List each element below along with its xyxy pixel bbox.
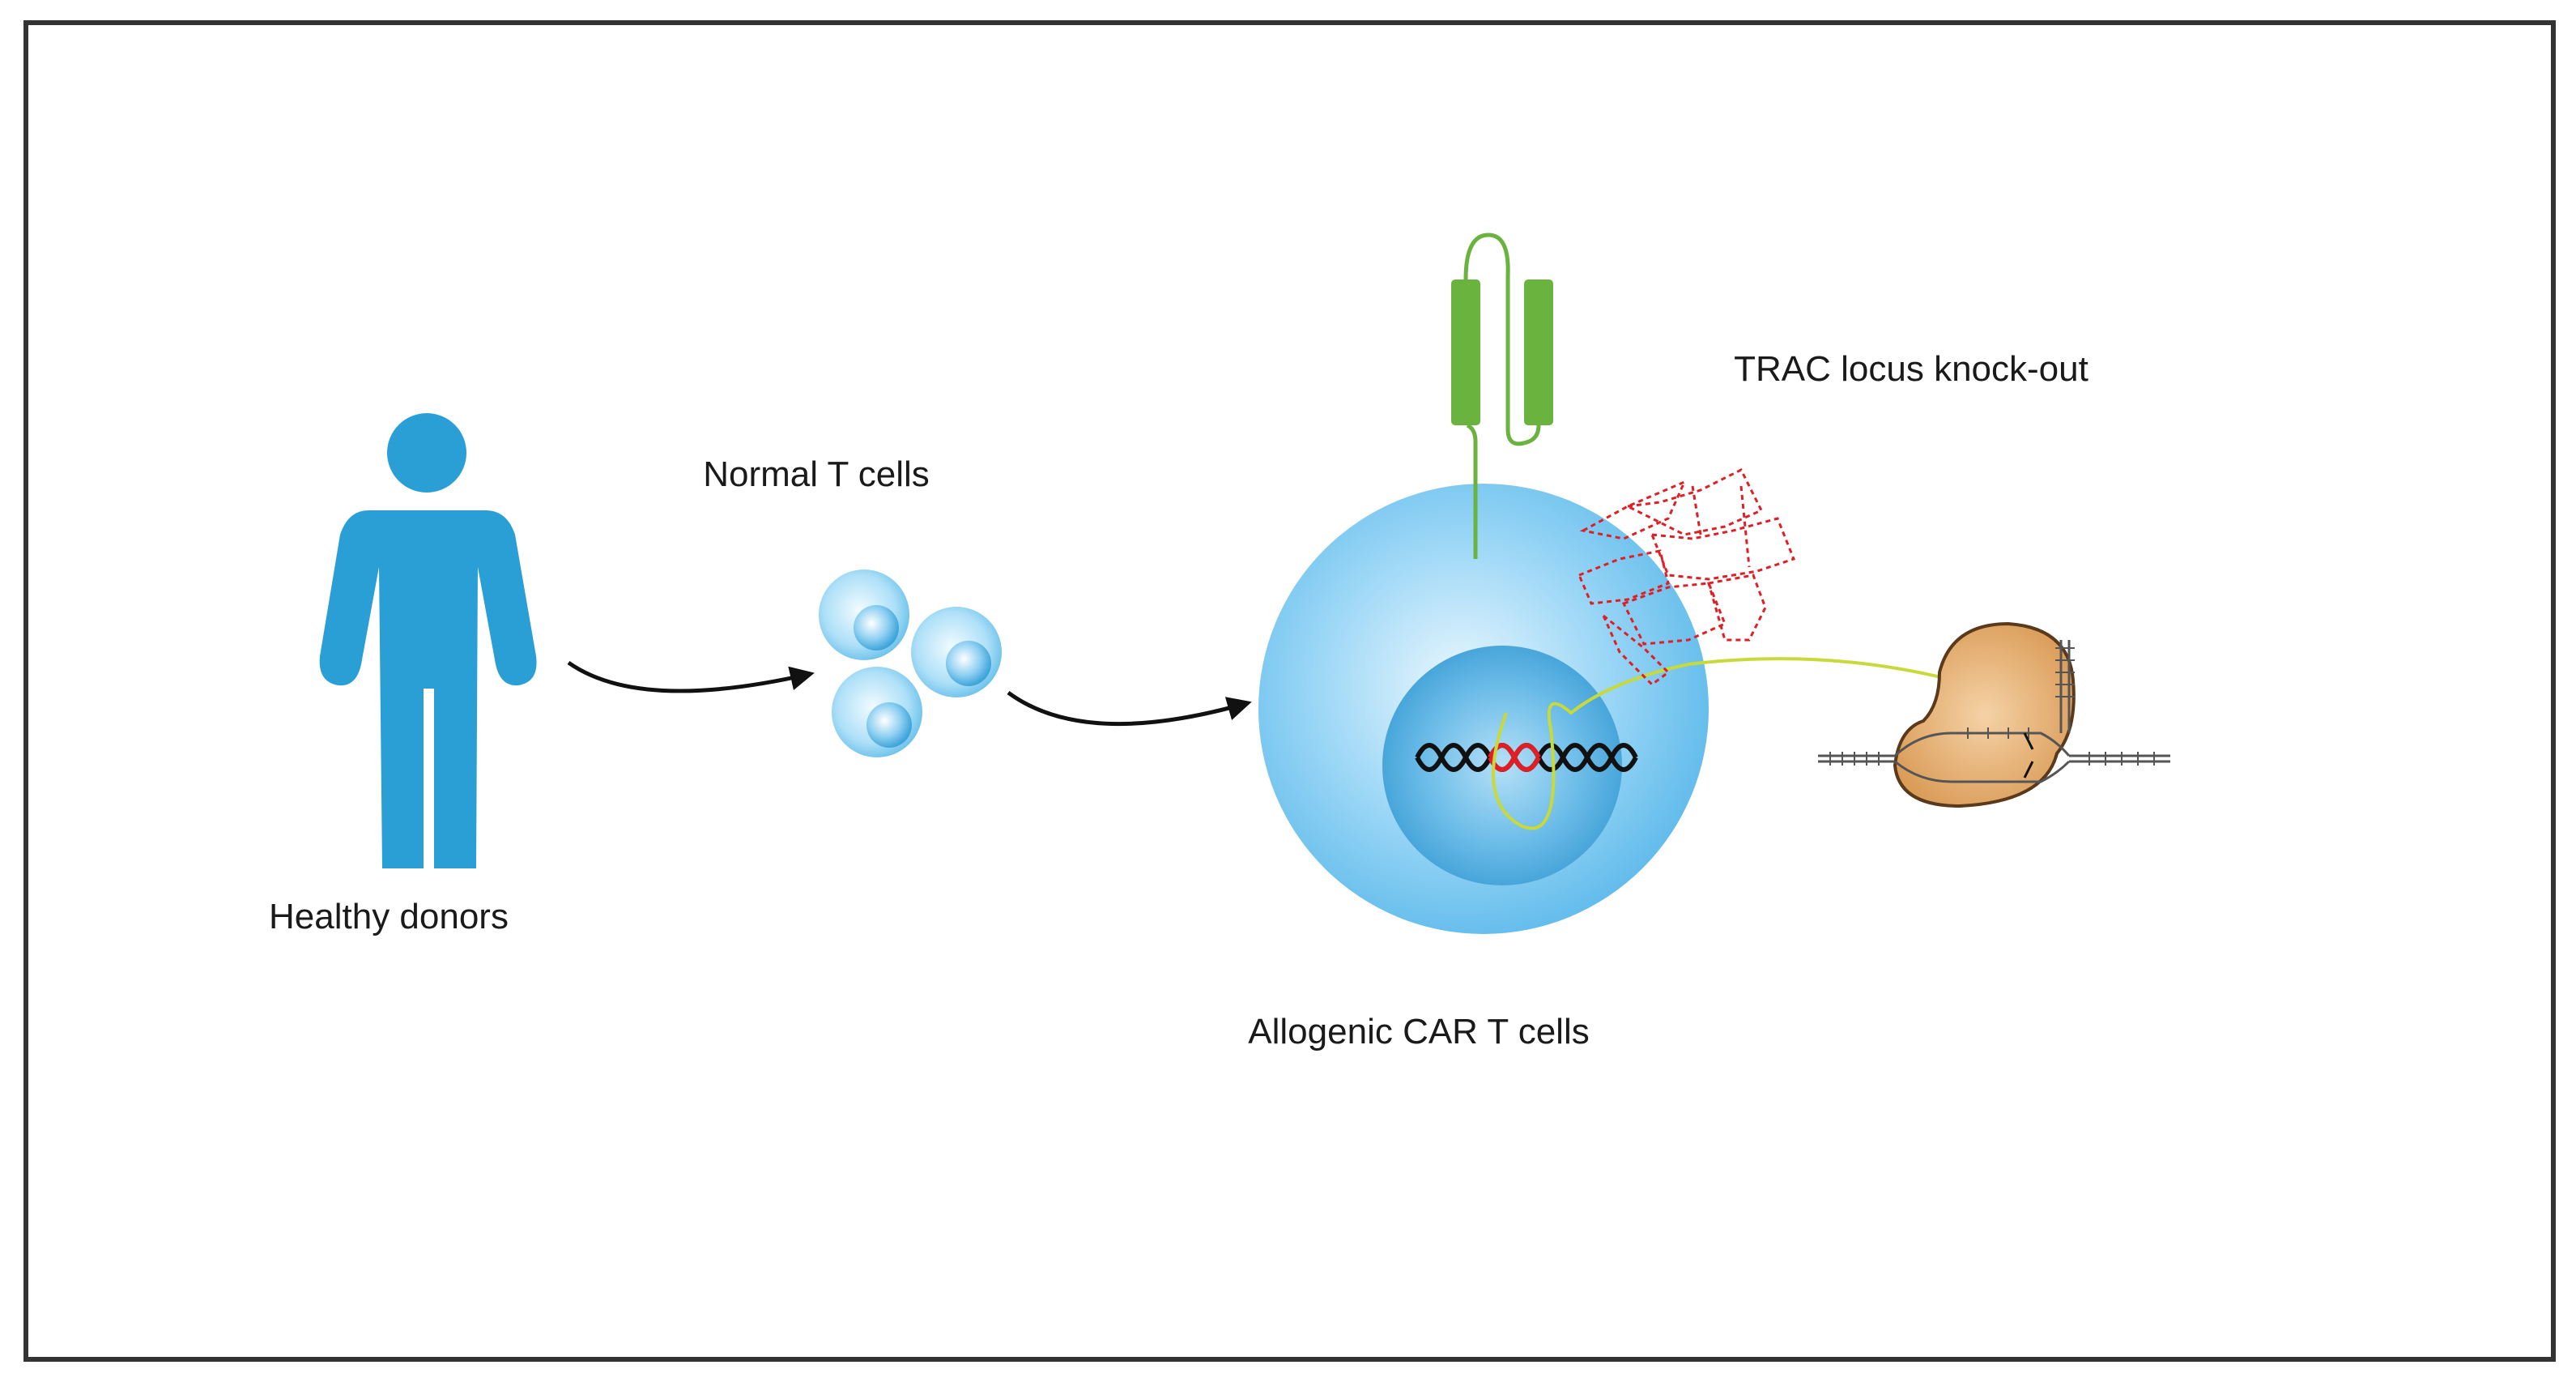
arrow-donor-to-cells [567,660,815,693]
guide-rna [1492,657,1948,830]
nucleus [1382,646,1622,885]
car-t-cell [1258,484,1709,934]
car-cells-label: Allogenic CAR T cells [1248,1012,1589,1051]
tcr-complex-icon [1578,467,1795,686]
car-receptor-icon [1451,232,1553,559]
knockout-label: TRAC locus knock-out [1734,349,2088,389]
normal-cells-label: Normal T cells [703,454,930,494]
person-icon [319,413,537,868]
donor-label: Healthy donors [269,897,509,936]
arrow-cells-to-car [1007,690,1252,727]
cas9-icon [1818,621,2170,808]
t-cell-icon [819,569,1002,757]
